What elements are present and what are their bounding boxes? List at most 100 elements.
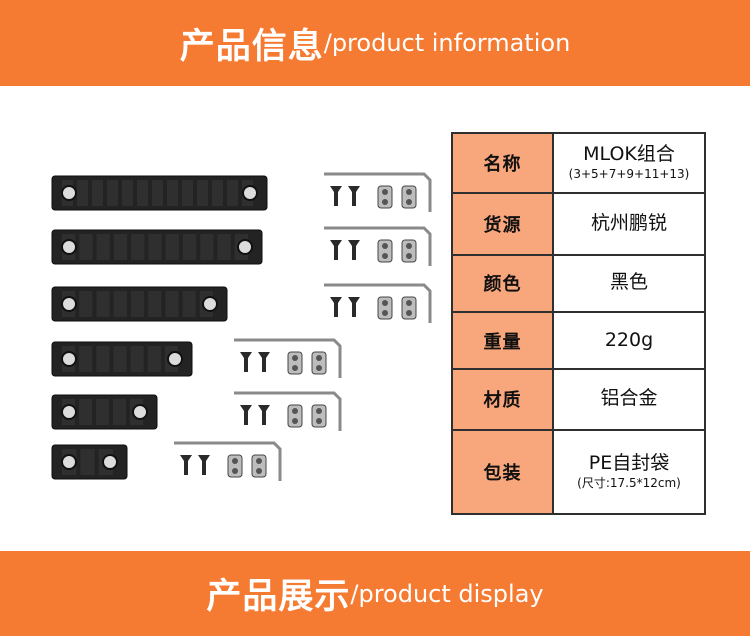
screw [258,405,270,425]
t-nut [311,404,327,428]
t-nut-hole [382,199,388,205]
t-nut-hole [292,418,298,424]
spec-row-color: 颜色 黑色 [451,253,706,313]
rail-slot [217,234,231,260]
spec-value-sub: (尺寸:17.5*12cm) [577,475,681,490]
t-nut [311,351,327,375]
rail-segment [51,286,228,322]
header-banner: 产品信息 /product information [0,0,750,86]
rail-slot [96,234,110,260]
t-nut [401,239,417,263]
t-nut [377,239,393,263]
header-title-en: /product information [323,29,571,57]
rail-slot [113,399,126,425]
rail-slot [131,234,145,260]
footer-title-en: /product display [350,579,544,608]
t-nut-hole [232,468,238,474]
footer-banner: 产品展示 /product display [0,551,750,636]
rail-slot [212,180,223,206]
rail-slot [79,234,93,260]
rail-slot [107,180,118,206]
rail-screw-hole [132,404,148,420]
t-nut-hole [292,355,298,361]
t-nut [401,296,417,320]
t-nut-hole [406,189,412,195]
rail-screw-hole [102,454,118,470]
spec-key: 重量 [451,310,554,371]
screw [198,455,210,475]
spec-key: 名称 [451,131,554,195]
rail-slot [77,180,88,206]
t-nut-hole [406,199,412,205]
spec-key: 货源 [451,192,554,256]
rail-slot [80,449,95,475]
hex-wrench [324,172,432,212]
rail-screw-hole [202,296,218,312]
rail-slot [130,291,145,317]
t-nut-hole [382,189,388,195]
rail-screw-hole [167,351,183,367]
t-nut-hole [406,310,412,316]
rail-slot [167,180,178,206]
rail-segment [51,229,263,265]
rail-slot [152,180,163,206]
rail-segment [51,444,128,480]
t-nut-hole [316,355,322,361]
rail-slot [96,399,109,425]
t-nut-hole [316,408,322,414]
t-nut-hole [382,300,388,306]
mounting-hardware [234,391,342,431]
screw [348,297,360,317]
rail-slot [113,346,127,372]
hex-wrench [324,283,432,323]
screw [180,455,192,475]
t-nut-hole [292,365,298,371]
rail-screw-hole [237,239,253,255]
rail-slot [113,234,128,260]
rail-slot [79,399,92,425]
mounting-hardware [324,172,432,212]
rail-screw-hole [61,296,77,312]
t-nut [287,351,303,375]
spec-value: 铝合金 [552,368,706,431]
spec-value: MLOK组合 (3+5+7+9+11+13) [552,131,706,195]
screw [348,240,360,260]
rail-slot [92,180,103,206]
t-nut-hole [316,418,322,424]
screw [330,240,342,260]
t-nut [377,185,393,209]
t-nut-hole [382,253,388,259]
t-nut [251,454,267,478]
spec-value-main: MLOK组合 [583,143,675,166]
rail-slot [130,346,144,372]
t-nut-hole [232,458,238,464]
rail-slot [200,234,214,260]
rail-screw-hole [61,185,77,201]
rail-slot [79,291,93,317]
spec-key: 包装 [451,428,554,516]
t-nut-hole [406,300,412,306]
spec-row-material: 材质 铝合金 [451,368,706,431]
rail-segment [51,341,193,377]
rail-segment [51,175,268,211]
t-nut [227,454,243,478]
hex-wrench [234,338,342,378]
mounting-hardware [324,226,432,266]
rail-slot [182,180,193,206]
t-nut-hole [292,408,298,414]
t-nut [401,185,417,209]
rail-slot [148,291,162,317]
screw [330,186,342,206]
t-nut-hole [382,310,388,316]
spec-row-packaging: 包装 PE自封袋 (尺寸:17.5*12cm) [451,428,706,516]
t-nut-hole [406,253,412,259]
rail-slot [148,234,162,260]
header-title-cn: 产品信息 [179,26,324,67]
t-nut-hole [256,458,262,464]
spec-value-main: PE自封袋 [588,451,670,474]
rail-screw-hole [61,404,77,420]
screw [330,297,342,317]
hex-wrench [174,441,282,481]
spec-row-weight: 重量 220g [451,310,706,371]
rail-slot [79,346,93,372]
